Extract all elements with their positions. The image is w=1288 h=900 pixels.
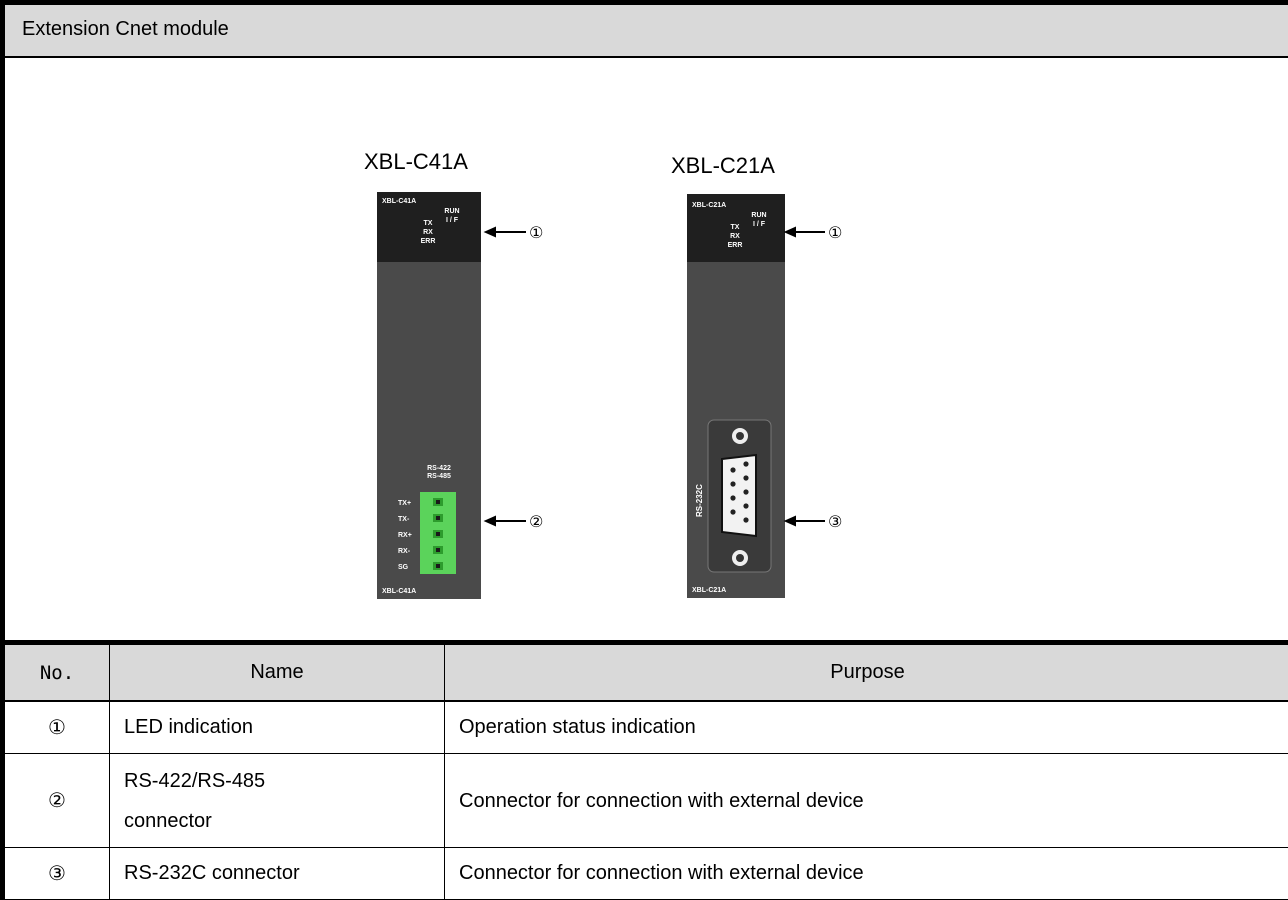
terminal-rx-plus: RX+ (398, 532, 412, 539)
row-no: ③ (0, 847, 110, 900)
row-purpose: Connector for connection with external d… (444, 847, 1288, 900)
c41a-led-if: I / F (446, 217, 459, 224)
row-name: RS-422/RS-485 connector (109, 753, 445, 849)
c21a-led-if: I / F (753, 221, 766, 228)
c21a-port-label: RS-232C (695, 484, 704, 517)
row-name-line-2: connector (124, 809, 212, 832)
module-title-c21a: XBL-C21A (671, 153, 775, 178)
row-name: RS-232C connector (109, 847, 445, 900)
row-name: LED indication (109, 700, 445, 755)
c41a-port-label-2: RS-485 (427, 473, 451, 480)
section-header: Extension Cnet module (0, 0, 1288, 58)
c41a-panel-label: XBL-C41A (382, 198, 416, 205)
c41a-bottom-label: XBL-C41A (382, 588, 416, 595)
c21a-led-rx: RX (730, 233, 740, 240)
section-title: Extension Cnet module (22, 18, 229, 40)
table-row: ② RS-422/RS-485 connector Connector for … (0, 753, 1288, 849)
c41a-led-err: ERR (421, 238, 436, 245)
c21a-led-run: RUN (751, 212, 766, 219)
terminal-rx-minus: RX- (398, 548, 411, 555)
row-no: ② (0, 753, 110, 849)
table-header-row: No. Name Purpose (0, 640, 1288, 703)
callout-1-c21a: ① (828, 225, 842, 242)
c41a-port-label-1: RS-422 (427, 465, 451, 472)
header-purpose: Purpose (444, 640, 1288, 703)
row-no: ① (0, 700, 110, 755)
c21a-panel-label: XBL-C21A (692, 202, 726, 209)
terminal-sg: SG (398, 564, 409, 571)
callout-3-c21a: ③ (828, 514, 842, 531)
c21a-led-tx: TX (731, 224, 740, 231)
terminal-tx-minus: TX- (398, 516, 410, 523)
module-c41a: XBL-C41A RUN I / F TX RX ERR RS-422 RS-4… (377, 192, 481, 599)
header-name: Name (109, 640, 445, 703)
module-figure: XBL-C41A XBL-C21A XBL-C41A RUN I / F TX … (0, 58, 1288, 640)
c21a-bottom-label: XBL-C21A (692, 587, 726, 594)
c21a-led-err: ERR (728, 242, 743, 249)
row-name-line-1: RS-422/RS-485 (124, 769, 266, 792)
row-purpose: Connector for connection with external d… (444, 753, 1288, 849)
table-row: ① LED indication Operation status indica… (0, 700, 1288, 755)
c41a-led-tx: TX (424, 220, 433, 227)
module-title-c41a: XBL-C41A (364, 149, 468, 174)
module-c21a: XBL-C21A RUN I / F TX RX ERR (687, 194, 785, 598)
callout-2-c41a: ② (529, 514, 543, 531)
terminal-tx-plus: TX+ (398, 500, 411, 507)
c41a-led-rx: RX (423, 229, 433, 236)
c41a-led-run: RUN (444, 208, 459, 215)
module-illustrations: XBL-C41A RUN I / F TX RX ERR RS-422 RS-4… (377, 192, 842, 599)
parts-table: No. Name Purpose ① LED indication Operat… (0, 640, 1288, 900)
header-no: No. (0, 640, 110, 703)
row-purpose: Operation status indication (444, 700, 1288, 755)
table-row: ③ RS-232C connector Connector for connec… (0, 847, 1288, 900)
callout-1-c41a: ① (529, 225, 543, 242)
